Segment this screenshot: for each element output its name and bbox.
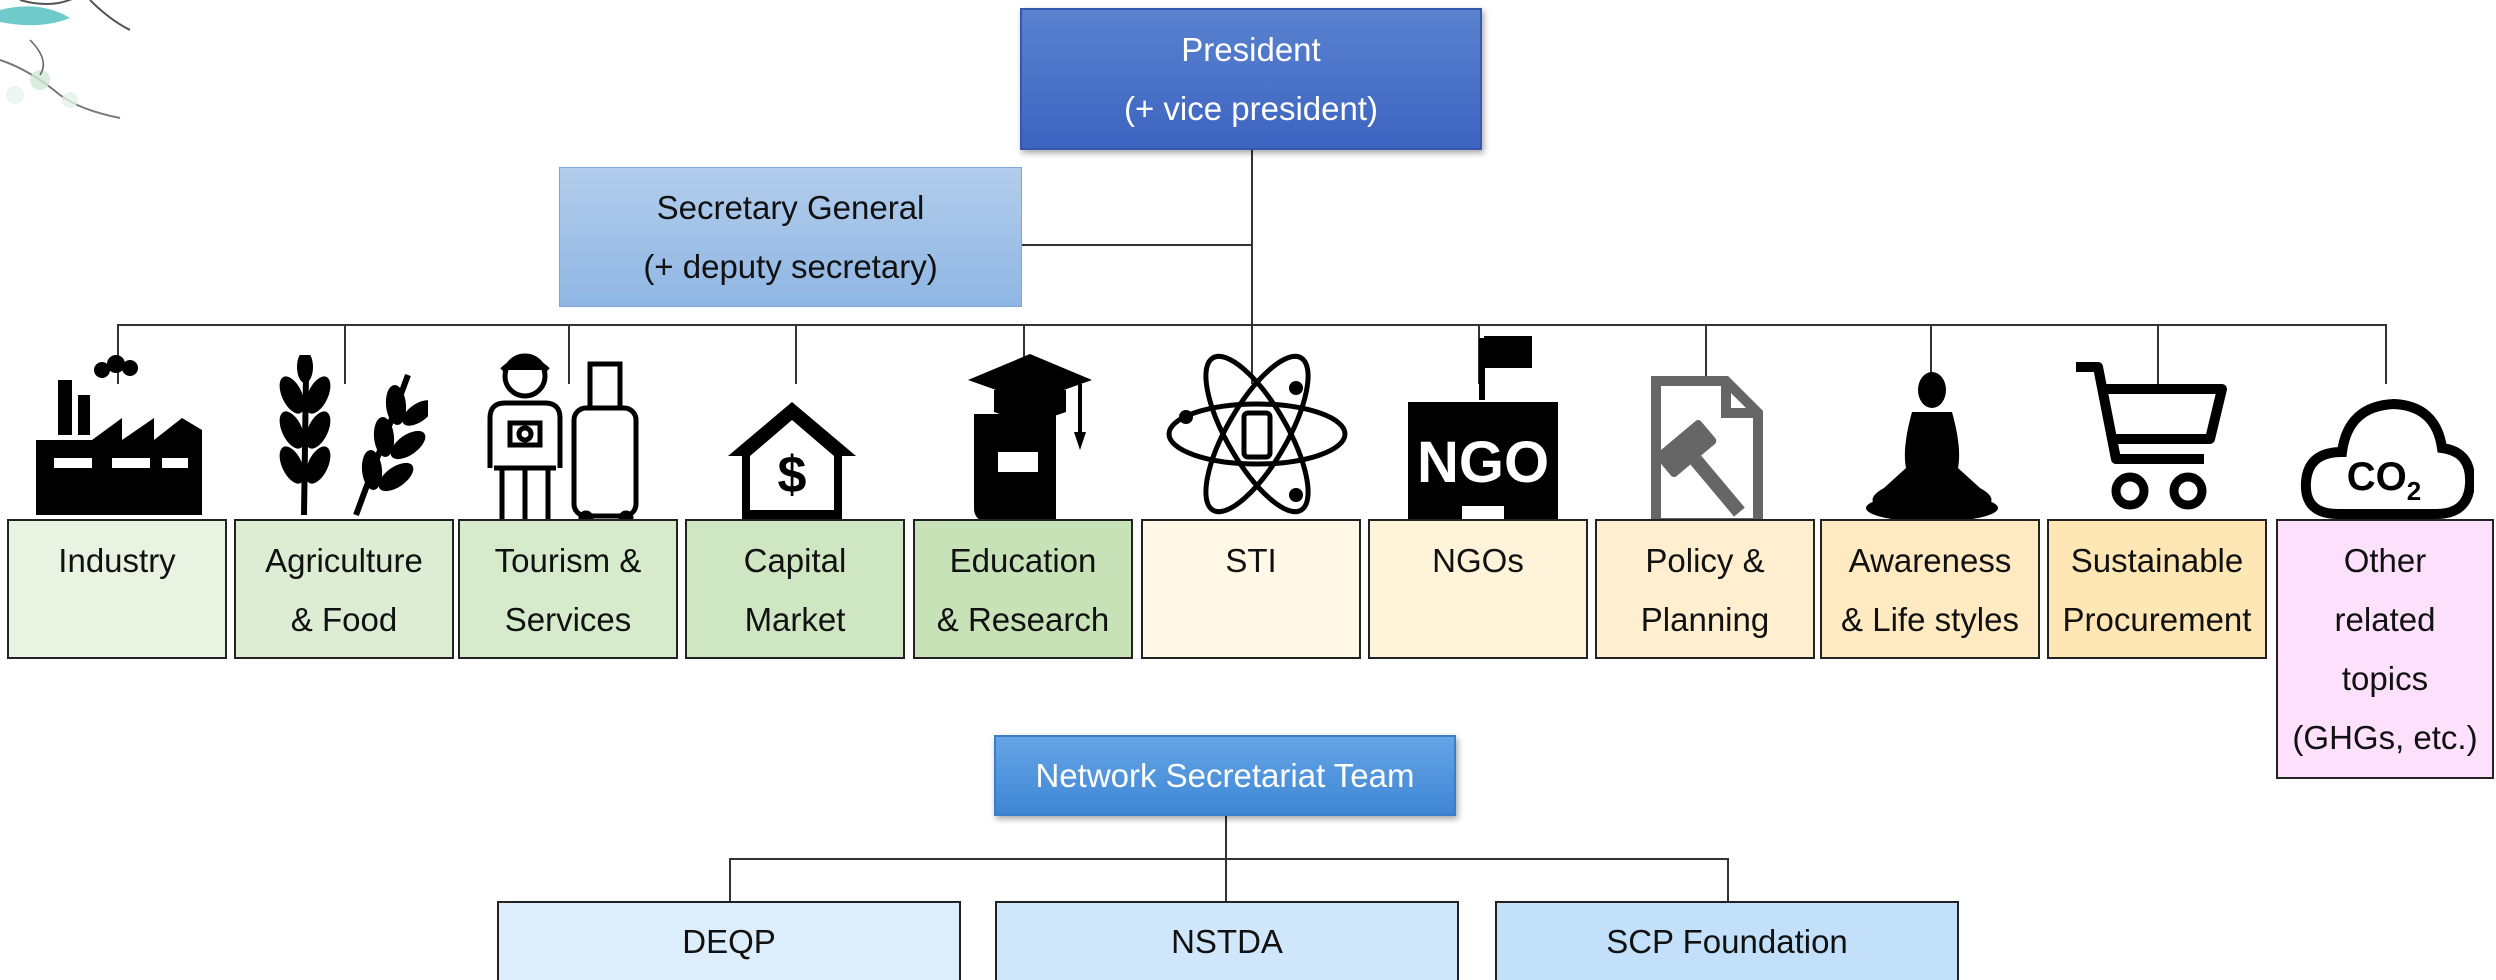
category-label-line: Policy & [1645, 542, 1765, 579]
category-label-line: Education [949, 542, 1097, 579]
category-label-line: Sustainable [2070, 542, 2244, 579]
connector-line [795, 324, 797, 384]
secretariat-member-label: DEQP [682, 923, 776, 960]
category-label-line: Market [744, 601, 846, 638]
house-dollar-icon: $ [728, 402, 856, 520]
connector-line [1727, 858, 1729, 901]
meditation-icon [1866, 372, 1998, 522]
category-box-tourism: Tourism & Services [458, 519, 678, 659]
category-label-line: topics [2341, 660, 2429, 697]
secretary-general-subtitle: (+ deputy secretary) [643, 248, 938, 285]
network-secretariat-label: Network Secretariat Team [1035, 757, 1415, 794]
category-label-line: related [2334, 601, 2436, 638]
document-gavel-icon [1651, 376, 1763, 528]
connector-line [1023, 324, 1025, 384]
category-box-other: Other related topics (GHGs, etc.) [2276, 519, 2494, 779]
co2-label: CO [2347, 455, 2407, 499]
category-label-line: NGOs [1432, 542, 1524, 579]
secretary-general-box: Secretary General (+ deputy secretary) [559, 167, 1022, 307]
category-box-agriculture: Agriculture & Food [234, 519, 454, 659]
category-label-line: & Food [290, 601, 398, 638]
connector-line [1022, 244, 1252, 246]
connector-line [568, 324, 570, 384]
category-box-sti: STI [1141, 519, 1361, 659]
category-label-line: Agriculture [265, 542, 423, 579]
category-label-line: (GHGs, etc.) [2292, 719, 2478, 756]
category-label-line: Procurement [2062, 601, 2252, 638]
factory-icon [36, 355, 202, 515]
category-label-line: & Life styles [1841, 601, 2019, 638]
category-box-education: Education & Research [913, 519, 1133, 659]
category-label-line: Planning [1640, 601, 1770, 638]
president-subtitle: (+ vice president) [1123, 90, 1379, 127]
ngo-building-icon: NGO [1408, 336, 1558, 522]
wheat-icon [279, 355, 428, 517]
category-box-ngos: NGOs [1368, 519, 1588, 659]
connector-line [1251, 324, 1253, 384]
secretariat-member-box: NSTDA [995, 901, 1459, 980]
leaf-decoration [0, 0, 131, 119]
atom-icon [1166, 353, 1348, 515]
connector-line [117, 324, 119, 384]
svg-text:CO2: CO2 [2347, 455, 2421, 506]
graduation-book-icon [968, 354, 1092, 522]
secretariat-member-label: NSTDA [1171, 923, 1283, 960]
connector-line [2385, 324, 2387, 384]
dollar-sign: $ [778, 446, 807, 504]
secretary-general-title: Secretary General [656, 189, 925, 226]
category-box-awareness: Awareness & Life styles [1820, 519, 2040, 659]
ngo-icon-label: NGO [1417, 430, 1549, 495]
category-label-line: Awareness [1848, 542, 2012, 579]
category-label-line: STI [1225, 542, 1277, 579]
category-label-line: Industry [58, 542, 176, 579]
shopping-cart-icon [2076, 362, 2227, 510]
tourist-luggage-icon [487, 353, 639, 523]
secretariat-member-box: SCP Foundation [1495, 901, 1959, 980]
category-label-line: Tourism & [494, 542, 642, 579]
co2-cloud-icon: CO2 [2300, 398, 2474, 519]
secretariat-member-label: SCP Foundation [1606, 923, 1848, 960]
connector-line [1930, 324, 1932, 384]
category-box-industry: Industry [7, 519, 227, 659]
secretariat-member-box: DEQP [497, 901, 961, 980]
president-title: President [1181, 31, 1321, 68]
connector-line [2157, 324, 2159, 384]
connector-line [1705, 324, 1707, 384]
connector-line [729, 858, 1729, 860]
connector-line [729, 858, 731, 901]
president-box: President (+ vice president) [1020, 8, 1482, 150]
network-secretariat-box: Network Secretariat Team [994, 735, 1456, 816]
category-box-policy: Policy & Planning [1595, 519, 1815, 659]
category-label-line: Services [504, 601, 632, 638]
connector-line [344, 324, 346, 384]
co2-subscript: 2 [2407, 476, 2421, 506]
category-label-line: Other [2343, 542, 2427, 579]
category-label-line: & Research [936, 601, 1110, 638]
category-label-line: Capital [743, 542, 847, 579]
connector-line [1251, 150, 1253, 325]
